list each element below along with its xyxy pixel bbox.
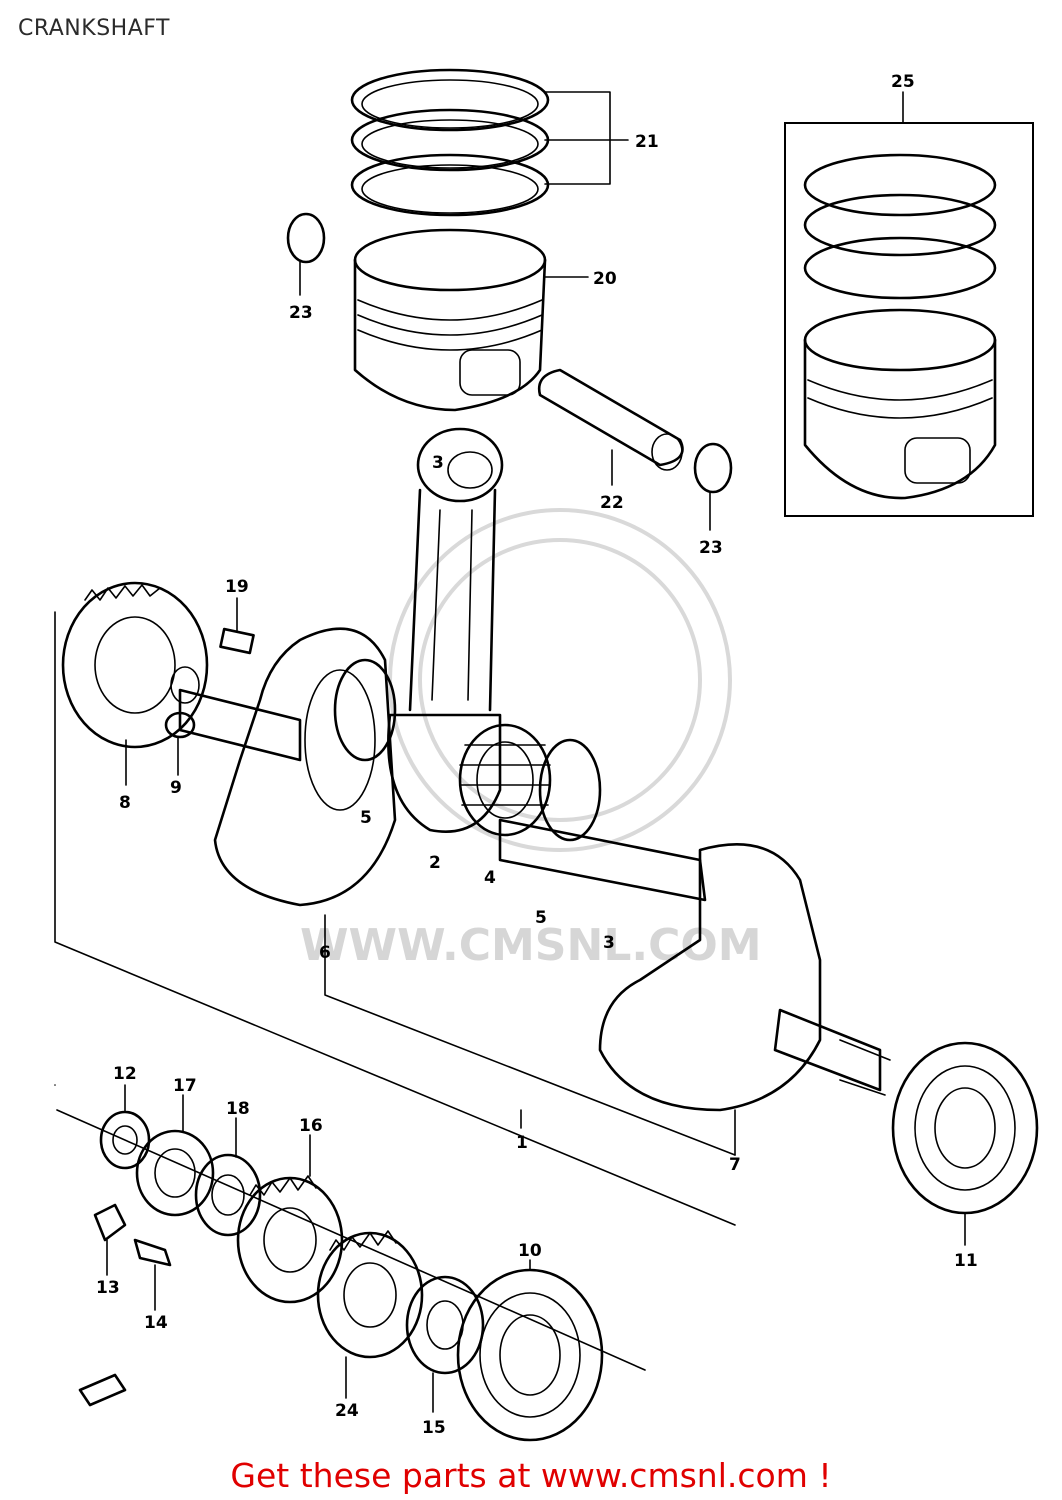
crank-half-6 — [213, 627, 397, 907]
bearing-10 — [456, 1268, 604, 1442]
label-5b: 5 — [535, 908, 547, 928]
watermark: WWW.CMSNL.COM — [300, 508, 762, 971]
label-3a: 3 — [432, 453, 444, 473]
label-13: 13 — [96, 1278, 120, 1298]
label-11: 11 — [954, 1251, 978, 1271]
key-19 — [219, 627, 255, 655]
label-14: 14 — [144, 1313, 168, 1333]
label-23b: 23 — [699, 538, 723, 558]
label-7: 7 — [729, 1155, 741, 1175]
label-8: 8 — [119, 793, 131, 813]
washer-5-left — [333, 658, 397, 762]
piston-set-box-25 — [784, 122, 1034, 517]
label-12: 12 — [113, 1064, 137, 1084]
label-21: 21 — [635, 132, 659, 152]
needle-bearing-4 — [458, 723, 552, 837]
lock-plate-13 — [93, 1203, 127, 1242]
label-3b: 3 — [603, 933, 615, 953]
label-20: 20 — [593, 269, 617, 289]
screw-14 — [133, 1238, 172, 1267]
piston-set-25 — [803, 153, 997, 500]
label-18: 18 — [226, 1099, 250, 1119]
label-22: 22 — [600, 493, 624, 513]
piston-20 — [353, 228, 547, 412]
label-5a: 5 — [360, 808, 372, 828]
pin-9 — [164, 711, 196, 739]
watermark-text: WWW.CMSNL.COM — [300, 920, 762, 971]
circlip-23-right — [693, 442, 733, 494]
piston-pin-22 — [537, 368, 684, 471]
label-23a: 23 — [289, 303, 313, 323]
gear-24 — [316, 1230, 424, 1359]
label-6: 6 — [319, 943, 331, 963]
crank-half-7 — [598, 843, 891, 1112]
gear-15 — [405, 1275, 485, 1375]
bearing-11 — [891, 1041, 1039, 1215]
circlip-23-left — [286, 212, 326, 264]
label-24: 24 — [335, 1401, 359, 1421]
label-19: 19 — [225, 577, 249, 597]
gear-8 — [61, 581, 209, 749]
direction-arrow-icon — [78, 1373, 127, 1407]
piston-rings-21 — [350, 68, 550, 217]
label-2: 2 — [429, 853, 441, 873]
washer-5-right — [538, 738, 602, 842]
label-1: 1 — [516, 1133, 528, 1153]
label-25: 25 — [891, 72, 915, 92]
label-15: 15 — [422, 1418, 446, 1438]
page-title: CRANKSHAFT — [18, 16, 170, 41]
label-16: 16 — [299, 1116, 323, 1136]
label-4: 4 — [484, 868, 496, 888]
label-17: 17 — [173, 1076, 197, 1096]
washer-18 — [194, 1153, 262, 1237]
leader-21-bracket — [544, 91, 611, 185]
assembly-outline-6 — [324, 914, 736, 1156]
label-9: 9 — [170, 778, 182, 798]
label-10: 10 — [518, 1241, 542, 1261]
get-parts-link[interactable]: Get these parts at www.cmsnl.com ! — [230, 1456, 832, 1495]
connecting-rod — [387, 427, 504, 833]
gear-16 — [236, 1175, 344, 1304]
assembly-outline-1 — [54, 611, 736, 1226]
nut-17 — [135, 1129, 215, 1217]
